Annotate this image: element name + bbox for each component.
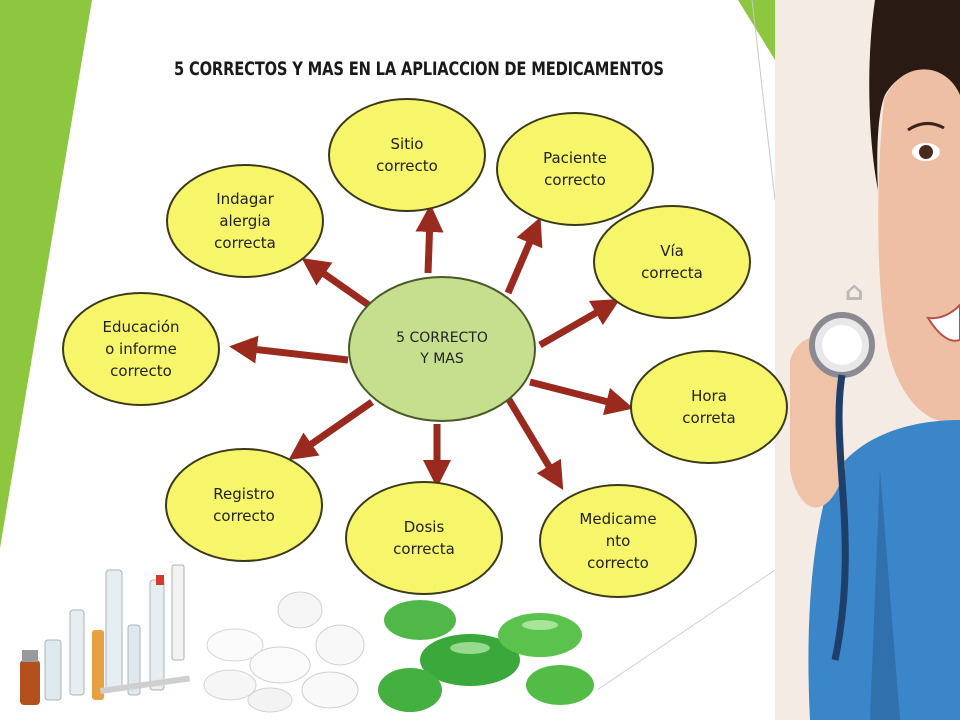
decor-line [751, 0, 776, 201]
diagram-title: 5 CORRECTOS Y MAS EN LA APLIACCION DE ME… [174, 58, 664, 80]
arrow-to-registro [288, 399, 374, 460]
node-medicamento: Medicame nto correcto [539, 484, 697, 598]
nurse-image: ⌂ [775, 0, 960, 720]
arrow-to-educacion [229, 335, 349, 364]
center-node: 5 CORRECTO Y MAS [348, 276, 536, 422]
arrow-to-paciente [504, 217, 543, 295]
node-via: Vía correcta [593, 205, 751, 319]
arrow-to-via [538, 299, 621, 349]
svg-text:⌂: ⌂ [845, 277, 864, 307]
arrow-to-hora [529, 378, 634, 416]
node-indagar: Indagar alergia correcta [166, 164, 324, 278]
node-dosis: Dosis correcta [345, 481, 503, 595]
node-registro: Registro correcto [165, 448, 323, 562]
arrow-to-indagar [301, 257, 373, 309]
capsules-image [376, 592, 598, 720]
left-green-shape [0, 0, 92, 548]
vials-image [0, 560, 200, 720]
node-sitio: Sitio correcto [328, 98, 486, 212]
arrow-to-sitio [415, 204, 444, 274]
right-green-shape [738, 0, 775, 60]
node-educacion: Educación o informe correcto [62, 292, 220, 406]
pills-image [200, 590, 372, 720]
node-hora: Hora correta [630, 350, 788, 464]
node-paciente: Paciente correcto [496, 112, 654, 226]
arrow-to-medicamento [504, 396, 564, 491]
